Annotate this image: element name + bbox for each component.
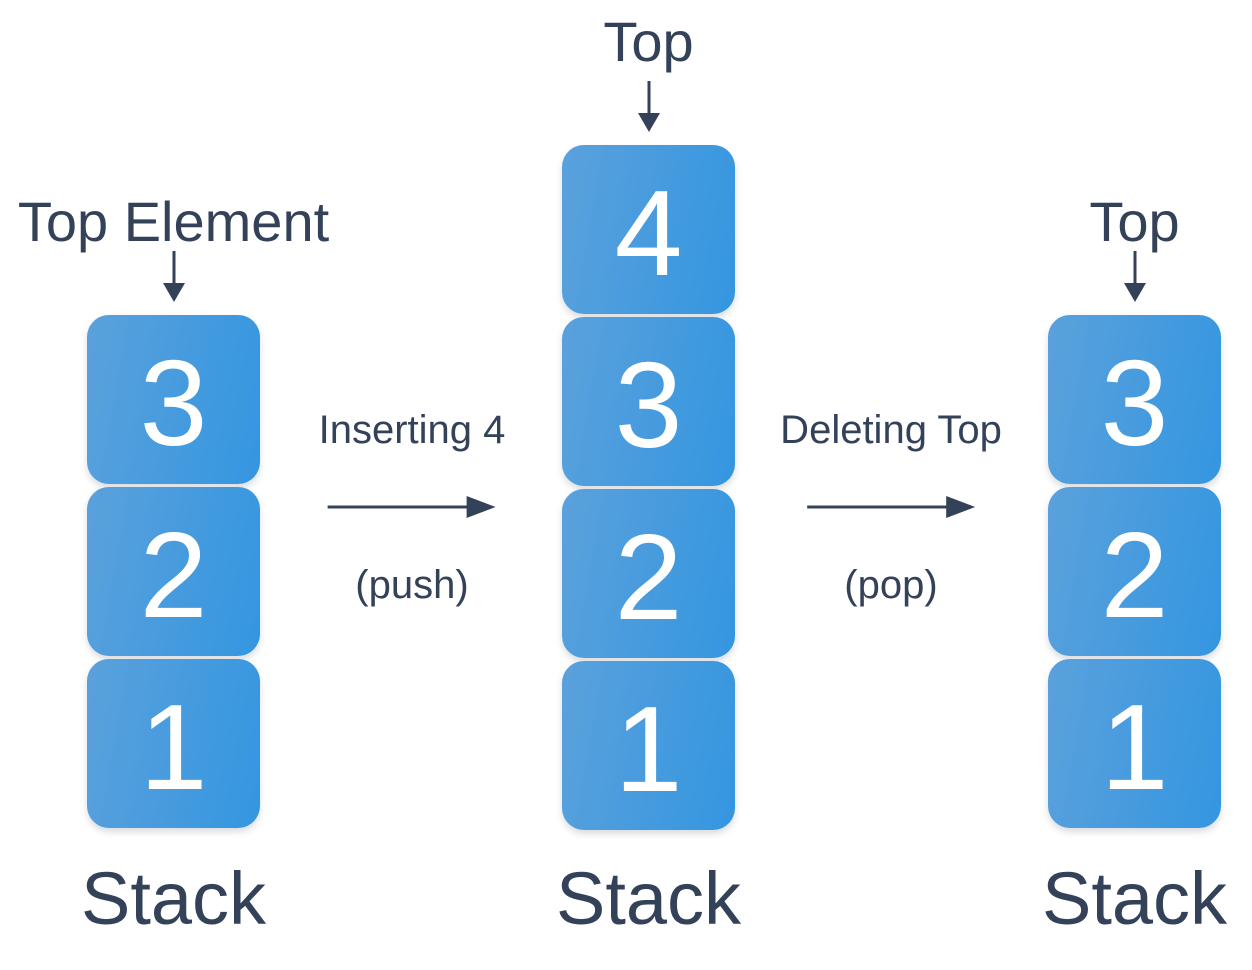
- push-operation: Inserting 4 (push): [319, 408, 506, 607]
- stack-block: 2: [1048, 487, 1221, 656]
- stack-block: 1: [87, 659, 260, 828]
- top-label: Top: [1089, 190, 1180, 253]
- stack-block: 3: [87, 315, 260, 484]
- after-pop-stack-blocks: 3 2 1: [1048, 315, 1221, 831]
- after-push-stack-blocks: 4 3 2 1: [562, 145, 735, 833]
- stack-caption: Stack: [1041, 857, 1228, 940]
- arrow-right-icon: [328, 496, 496, 518]
- push-operation-subtitle: (push): [355, 563, 469, 607]
- top-element-label: Top Element: [17, 190, 330, 253]
- stack-block: 2: [562, 489, 735, 658]
- stack-caption: Stack: [555, 857, 742, 940]
- pop-operation-title: Deleting Top: [780, 408, 1002, 452]
- arrow-down-icon: [1123, 251, 1146, 302]
- arrow-down-icon: [637, 81, 660, 132]
- stack-caption: Stack: [80, 857, 267, 940]
- top-label: Top: [603, 10, 694, 73]
- stack-block: 2: [87, 487, 260, 656]
- pop-operation: Deleting Top (pop): [780, 408, 1002, 607]
- stack-block: 1: [1048, 659, 1221, 828]
- stack-block: 1: [562, 661, 735, 830]
- arrow-right-icon: [806, 496, 975, 518]
- stack-block: 3: [1048, 315, 1221, 484]
- arrow-down-icon: [162, 251, 185, 302]
- push-operation-title: Inserting 4: [318, 408, 506, 452]
- stack-block: 3: [562, 317, 735, 486]
- initial-stack-blocks: 3 2 1: [87, 315, 260, 831]
- pop-operation-subtitle: (pop): [844, 563, 938, 607]
- stack-block: 4: [562, 145, 735, 314]
